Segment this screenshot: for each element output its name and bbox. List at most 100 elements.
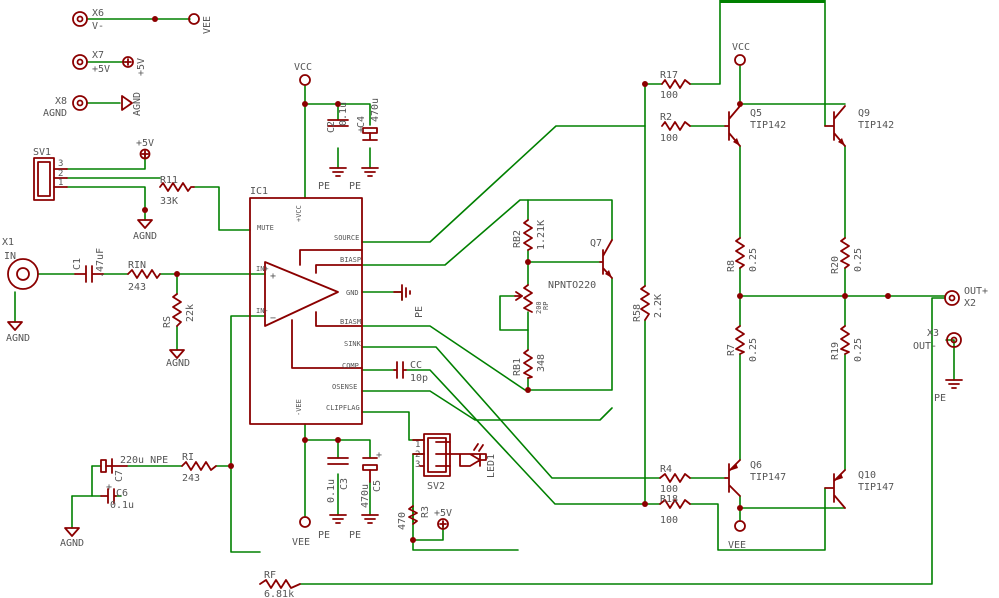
pe-symbols-vee: PE PE xyxy=(318,514,379,541)
c4-plus: + xyxy=(358,125,364,136)
rb1-value: 348 xyxy=(536,354,547,372)
resistor-rb2: RB2 1.21K xyxy=(512,219,547,251)
ic1-ref: IC1 xyxy=(250,186,268,197)
pe-label-c3: PE xyxy=(318,530,330,541)
c6-ref: C6 xyxy=(116,488,128,499)
x7-ref: X7 xyxy=(92,50,104,61)
transistor-q5: Q5 TIP142 xyxy=(724,105,786,147)
resistor-r4: R4 100 xyxy=(659,464,691,495)
cc-ref: CC xyxy=(410,360,422,371)
vee-label-top: VEE xyxy=(202,16,213,34)
rf-value: 6.81k xyxy=(264,589,294,598)
ic1-pin-inp: IN+ xyxy=(256,265,269,273)
c7-plus: + xyxy=(106,482,112,493)
capacitor-c2: C2 0.1u xyxy=(326,102,349,133)
r17-ref: R17 xyxy=(660,70,678,81)
r18-value: 100 xyxy=(660,515,678,526)
agnd-label-in: AGND xyxy=(6,333,30,344)
ic1-pin-gnd: GND xyxy=(346,289,359,297)
connector-x7: X7 +5V xyxy=(72,50,110,75)
pe-label-c2: PE xyxy=(318,181,330,192)
sv2-pin-2: 2 xyxy=(415,450,420,460)
x2-pin: OUT+ xyxy=(964,286,988,297)
c5-ref: C5 xyxy=(372,480,383,492)
resistor-r20: R20 0.25 xyxy=(830,237,864,274)
transistor-q7: Q7 NPNTO220 xyxy=(548,238,613,291)
r17-value: 100 xyxy=(660,90,678,101)
pe-label-out: PE xyxy=(934,393,946,404)
rb2-ref: RB2 xyxy=(512,230,523,248)
x7-pin: +5V xyxy=(92,64,110,75)
connector-x1: X1 IN xyxy=(2,237,39,290)
agnd-label-rs: AGND xyxy=(166,358,190,369)
p5v-label-top: +5V xyxy=(136,58,147,76)
vcc-supply-ic: VCC xyxy=(294,62,312,86)
rb2-value: 1.21K xyxy=(536,220,547,250)
agnd-symbol-fb: AGND xyxy=(60,527,84,549)
ic1-pin-comp: COMP xyxy=(342,362,359,370)
pe-label-ic: PE xyxy=(414,306,425,318)
sv2-pin-3: 3 xyxy=(415,460,420,470)
r8-ref: R8 xyxy=(726,260,737,272)
p5v-label-sv2: +5V xyxy=(434,508,452,519)
rin-value: 243 xyxy=(128,282,146,293)
x6-ref: X6 xyxy=(92,8,104,19)
ic1-pin-vee: -VEE xyxy=(295,399,303,416)
c3-ref: C3 xyxy=(339,478,350,490)
ic1-pin-sink: SINK xyxy=(344,340,362,348)
x8-ref: X8 xyxy=(55,96,67,107)
c1-ref: C1 xyxy=(72,258,83,270)
agnd-label-fb: AGND xyxy=(60,538,84,549)
q10-ref: Q10 xyxy=(858,470,876,481)
c7-ref: C7 xyxy=(114,470,125,482)
x3-ref: X3 xyxy=(927,328,939,339)
ic1-minus-sign: − xyxy=(270,313,276,324)
connector-x8: X8 AGND xyxy=(43,95,88,119)
agnd-label-sv1: AGND xyxy=(133,231,157,242)
cc-value: 10p xyxy=(410,373,428,384)
r7-ref: R7 xyxy=(726,344,737,356)
transistor-q9: Q9 TIP142 xyxy=(824,105,894,147)
sv1-pin-3: 3 xyxy=(58,159,63,169)
agnd-symbol-in: AGND xyxy=(6,321,30,344)
resistor-rin: RIN 243 xyxy=(127,260,161,293)
resistor-r18: R18 100 xyxy=(659,494,691,526)
p5v-label-sv1: +5V xyxy=(136,138,154,149)
ic1-pin-biasp: BIASP xyxy=(340,256,361,264)
r19-value: 0.25 xyxy=(853,338,864,362)
resistor-r17: R17 100 xyxy=(660,70,691,101)
rin-ref: RIN xyxy=(128,260,146,271)
x1-pin: IN xyxy=(4,251,16,262)
x3-pin: OUT- xyxy=(913,341,937,352)
pe-symbol-out: PE xyxy=(934,379,963,404)
r11-ref: R11 xyxy=(160,175,178,186)
resistor-r58: R58 2.2K xyxy=(632,285,664,322)
rf-ref: RF xyxy=(264,570,276,581)
q6-ref: Q6 xyxy=(750,460,762,471)
header-sv2: 1 2 3 SV2 xyxy=(412,433,451,492)
capacitor-c4: + C4 470u xyxy=(356,98,381,141)
agnd-symbol-top: AGND xyxy=(121,92,143,116)
rs-value: 22k xyxy=(185,304,196,322)
q7-value: NPNTO220 xyxy=(548,280,596,291)
capacitor-c1: C1 .47uF xyxy=(72,248,106,283)
ic1-pin-mute: MUTE xyxy=(257,224,274,232)
capacitor-cc: CC 10p xyxy=(393,360,428,384)
r3-value: 470 xyxy=(397,512,408,530)
x2-ref: X2 xyxy=(964,298,976,309)
ic1-pin-inm: IN- xyxy=(256,307,269,315)
q7-ref: Q7 xyxy=(590,238,602,249)
ri-value: 243 xyxy=(182,473,200,484)
junctions xyxy=(142,81,891,543)
vee-supply-top: VEE xyxy=(188,13,213,34)
q9-ref: Q9 xyxy=(858,108,870,119)
q10-value: TIP147 xyxy=(858,482,894,493)
q5-ref: Q5 xyxy=(750,108,762,119)
c2-ref: C2 xyxy=(326,121,337,133)
sv2-ref: SV2 xyxy=(427,481,445,492)
resistor-rs: RS 22k xyxy=(162,293,196,328)
r2-ref: R2 xyxy=(660,112,672,123)
r2-value: 100 xyxy=(660,133,678,144)
vee-supply-ic: VEE xyxy=(292,516,311,548)
r20-ref: R20 xyxy=(830,256,841,274)
